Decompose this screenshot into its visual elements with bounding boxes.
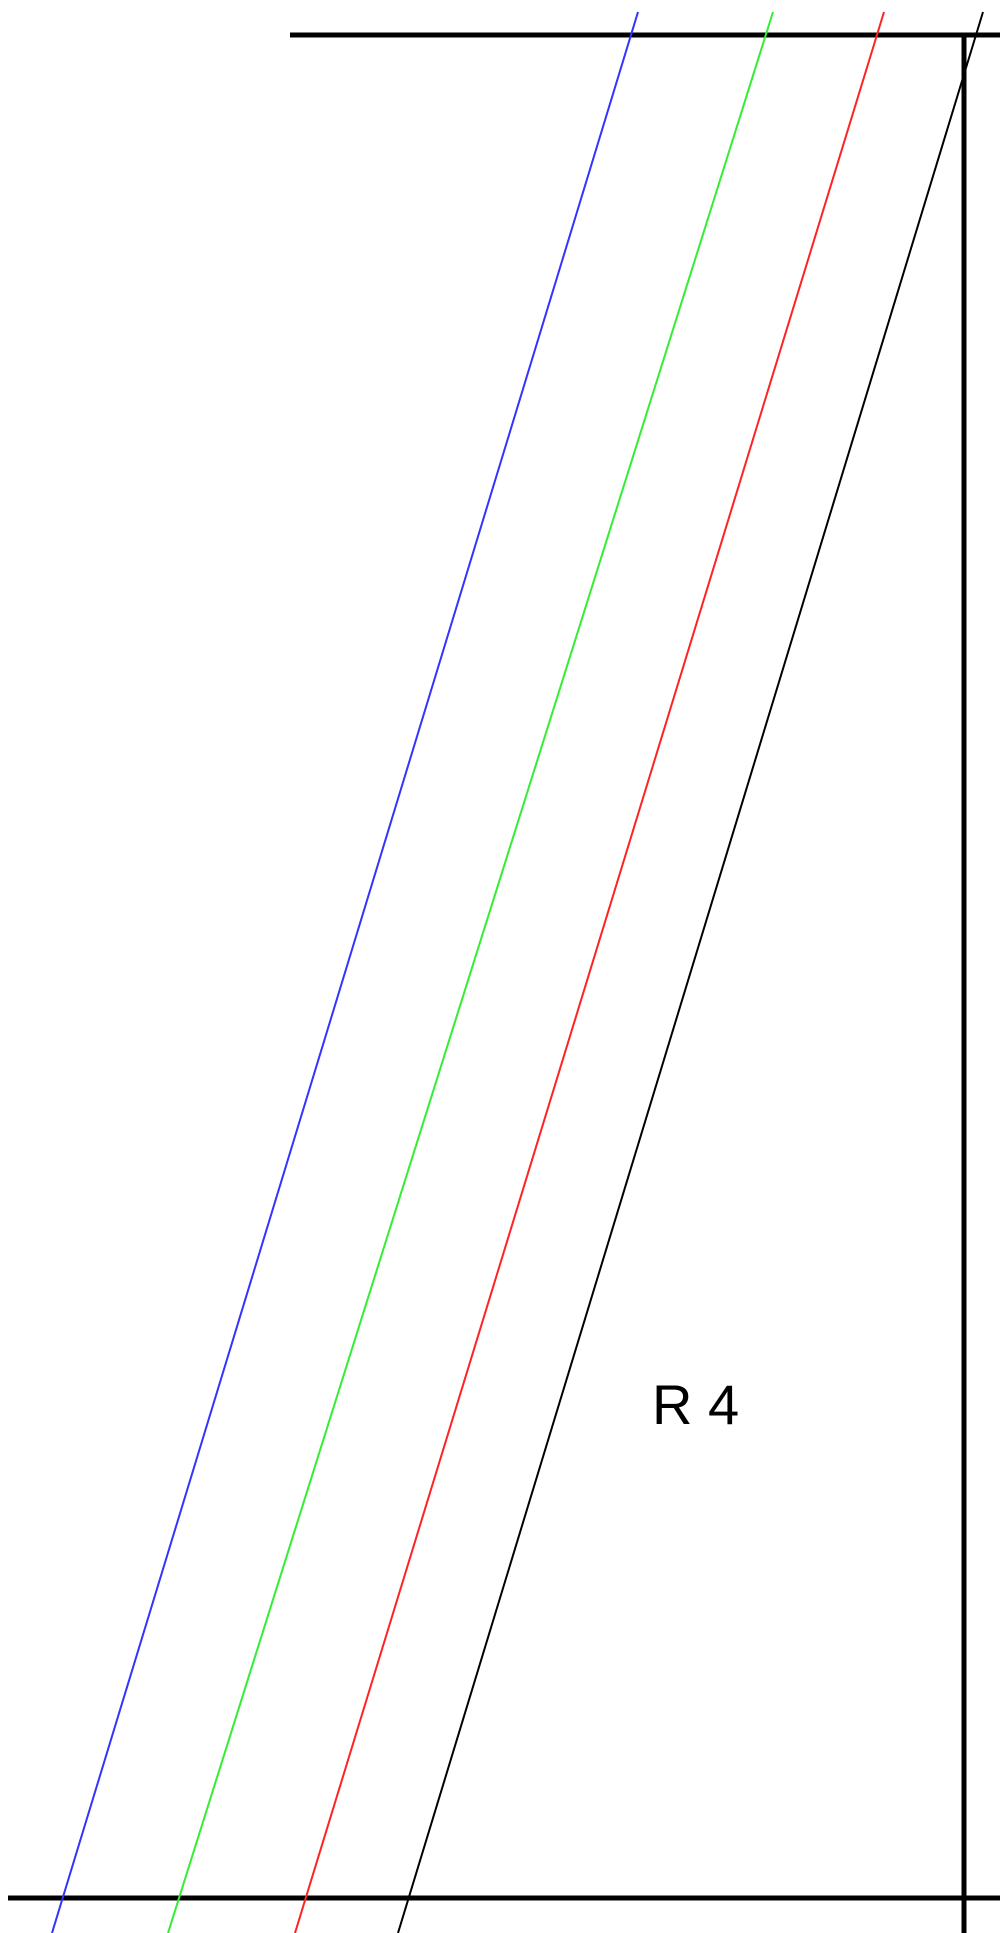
- blue-diagonal-line: [51, 11, 639, 1933]
- black-diagonal-line: [397, 11, 984, 1933]
- region-label: R 4: [652, 1373, 739, 1436]
- green-diagonal-line: [167, 11, 774, 1933]
- red-diagonal-line: [294, 11, 885, 1933]
